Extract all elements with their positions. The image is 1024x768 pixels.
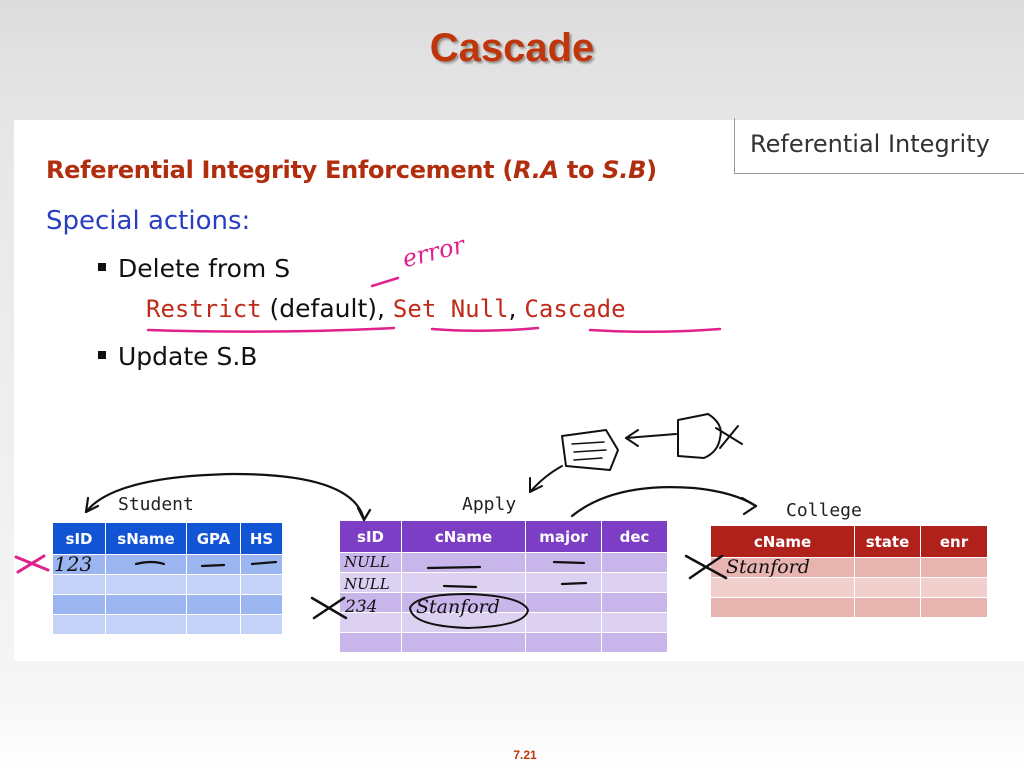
arrow-apply-to-college	[570, 486, 758, 518]
heading-text: Referential Integrity Enforcement (	[46, 156, 514, 184]
handwritten-sid-234: 234	[345, 597, 378, 617]
column-header: enr	[920, 525, 988, 558]
bullet-square-icon	[98, 263, 106, 271]
handwritten-college-stanford: Stanford	[726, 556, 810, 578]
slide-title: Cascade	[429, 26, 595, 70]
student-table-label: Student	[118, 494, 194, 515]
document-icon	[561, 429, 619, 471]
bullet-delete: Delete from S	[98, 254, 290, 283]
action-comma: ,	[508, 294, 517, 323]
bullet-update-text: Update S.B	[118, 342, 258, 371]
cascade-underline	[588, 327, 722, 334]
column-header: dec	[601, 520, 668, 553]
heading-to: to	[558, 156, 603, 184]
special-actions-label: Special actions:	[46, 206, 251, 236]
college-table-label: College	[786, 500, 862, 521]
action-set-null: Set Null	[392, 295, 509, 323]
column-header: sID	[52, 522, 106, 555]
error-dash	[370, 276, 400, 288]
topic-tag: Referential Integrity	[734, 118, 1024, 174]
apply-table-label: Apply	[462, 494, 517, 515]
column-header: cName	[401, 520, 526, 553]
column-header: state	[854, 525, 921, 558]
table-row	[52, 614, 283, 635]
table-row	[339, 572, 668, 593]
bullet-update: Update S.B	[98, 342, 257, 371]
table-row	[52, 574, 283, 595]
column-header: HS	[240, 522, 283, 555]
delete-actions-line: Restrict (default), Set Null, Cascade	[146, 294, 626, 323]
section-heading: Referential Integrity Enforcement (R.A t…	[46, 156, 657, 184]
column-header: sID	[339, 520, 402, 553]
handwritten-null-1: NULL	[344, 553, 390, 571]
column-header: sName	[105, 522, 187, 555]
handwritten-apply-stanford: Stanford	[416, 596, 500, 618]
handwritten-error-note: error	[399, 230, 468, 274]
table-row	[339, 632, 668, 653]
handwritten-null-2: NULL	[344, 575, 390, 593]
slide-content-panel: Referential Integrity Referential Integr…	[14, 118, 1024, 661]
arrow-doc-to-apply	[529, 465, 563, 493]
column-header: major	[525, 520, 602, 553]
table-row	[710, 597, 988, 618]
table-row	[710, 577, 988, 598]
bullet-delete-text: Delete from S	[118, 254, 291, 283]
student-delete-x-icon	[14, 554, 50, 574]
column-header: cName	[710, 525, 855, 558]
database-delete-icon	[677, 413, 722, 459]
handwritten-sid-123: 123	[54, 552, 93, 576]
action-cascade: Cascade	[524, 295, 626, 323]
action-restrict: Restrict	[146, 295, 262, 323]
arrow-db-to-doc	[625, 433, 677, 439]
heading-sb: S.B	[602, 156, 647, 184]
table-row	[339, 592, 668, 613]
column-header: GPA	[186, 522, 241, 555]
heading-close: )	[646, 156, 657, 184]
table-row	[52, 594, 283, 615]
restrict-underline	[146, 326, 396, 333]
heading-ra: R.A	[513, 156, 559, 184]
action-default-note: (default),	[269, 294, 385, 323]
set-null-underline	[430, 326, 540, 333]
table-row	[339, 612, 668, 633]
page-number: 7.21	[513, 748, 537, 762]
bullet-square-icon	[98, 351, 106, 359]
student-table: sID sName GPA HS	[52, 522, 283, 635]
